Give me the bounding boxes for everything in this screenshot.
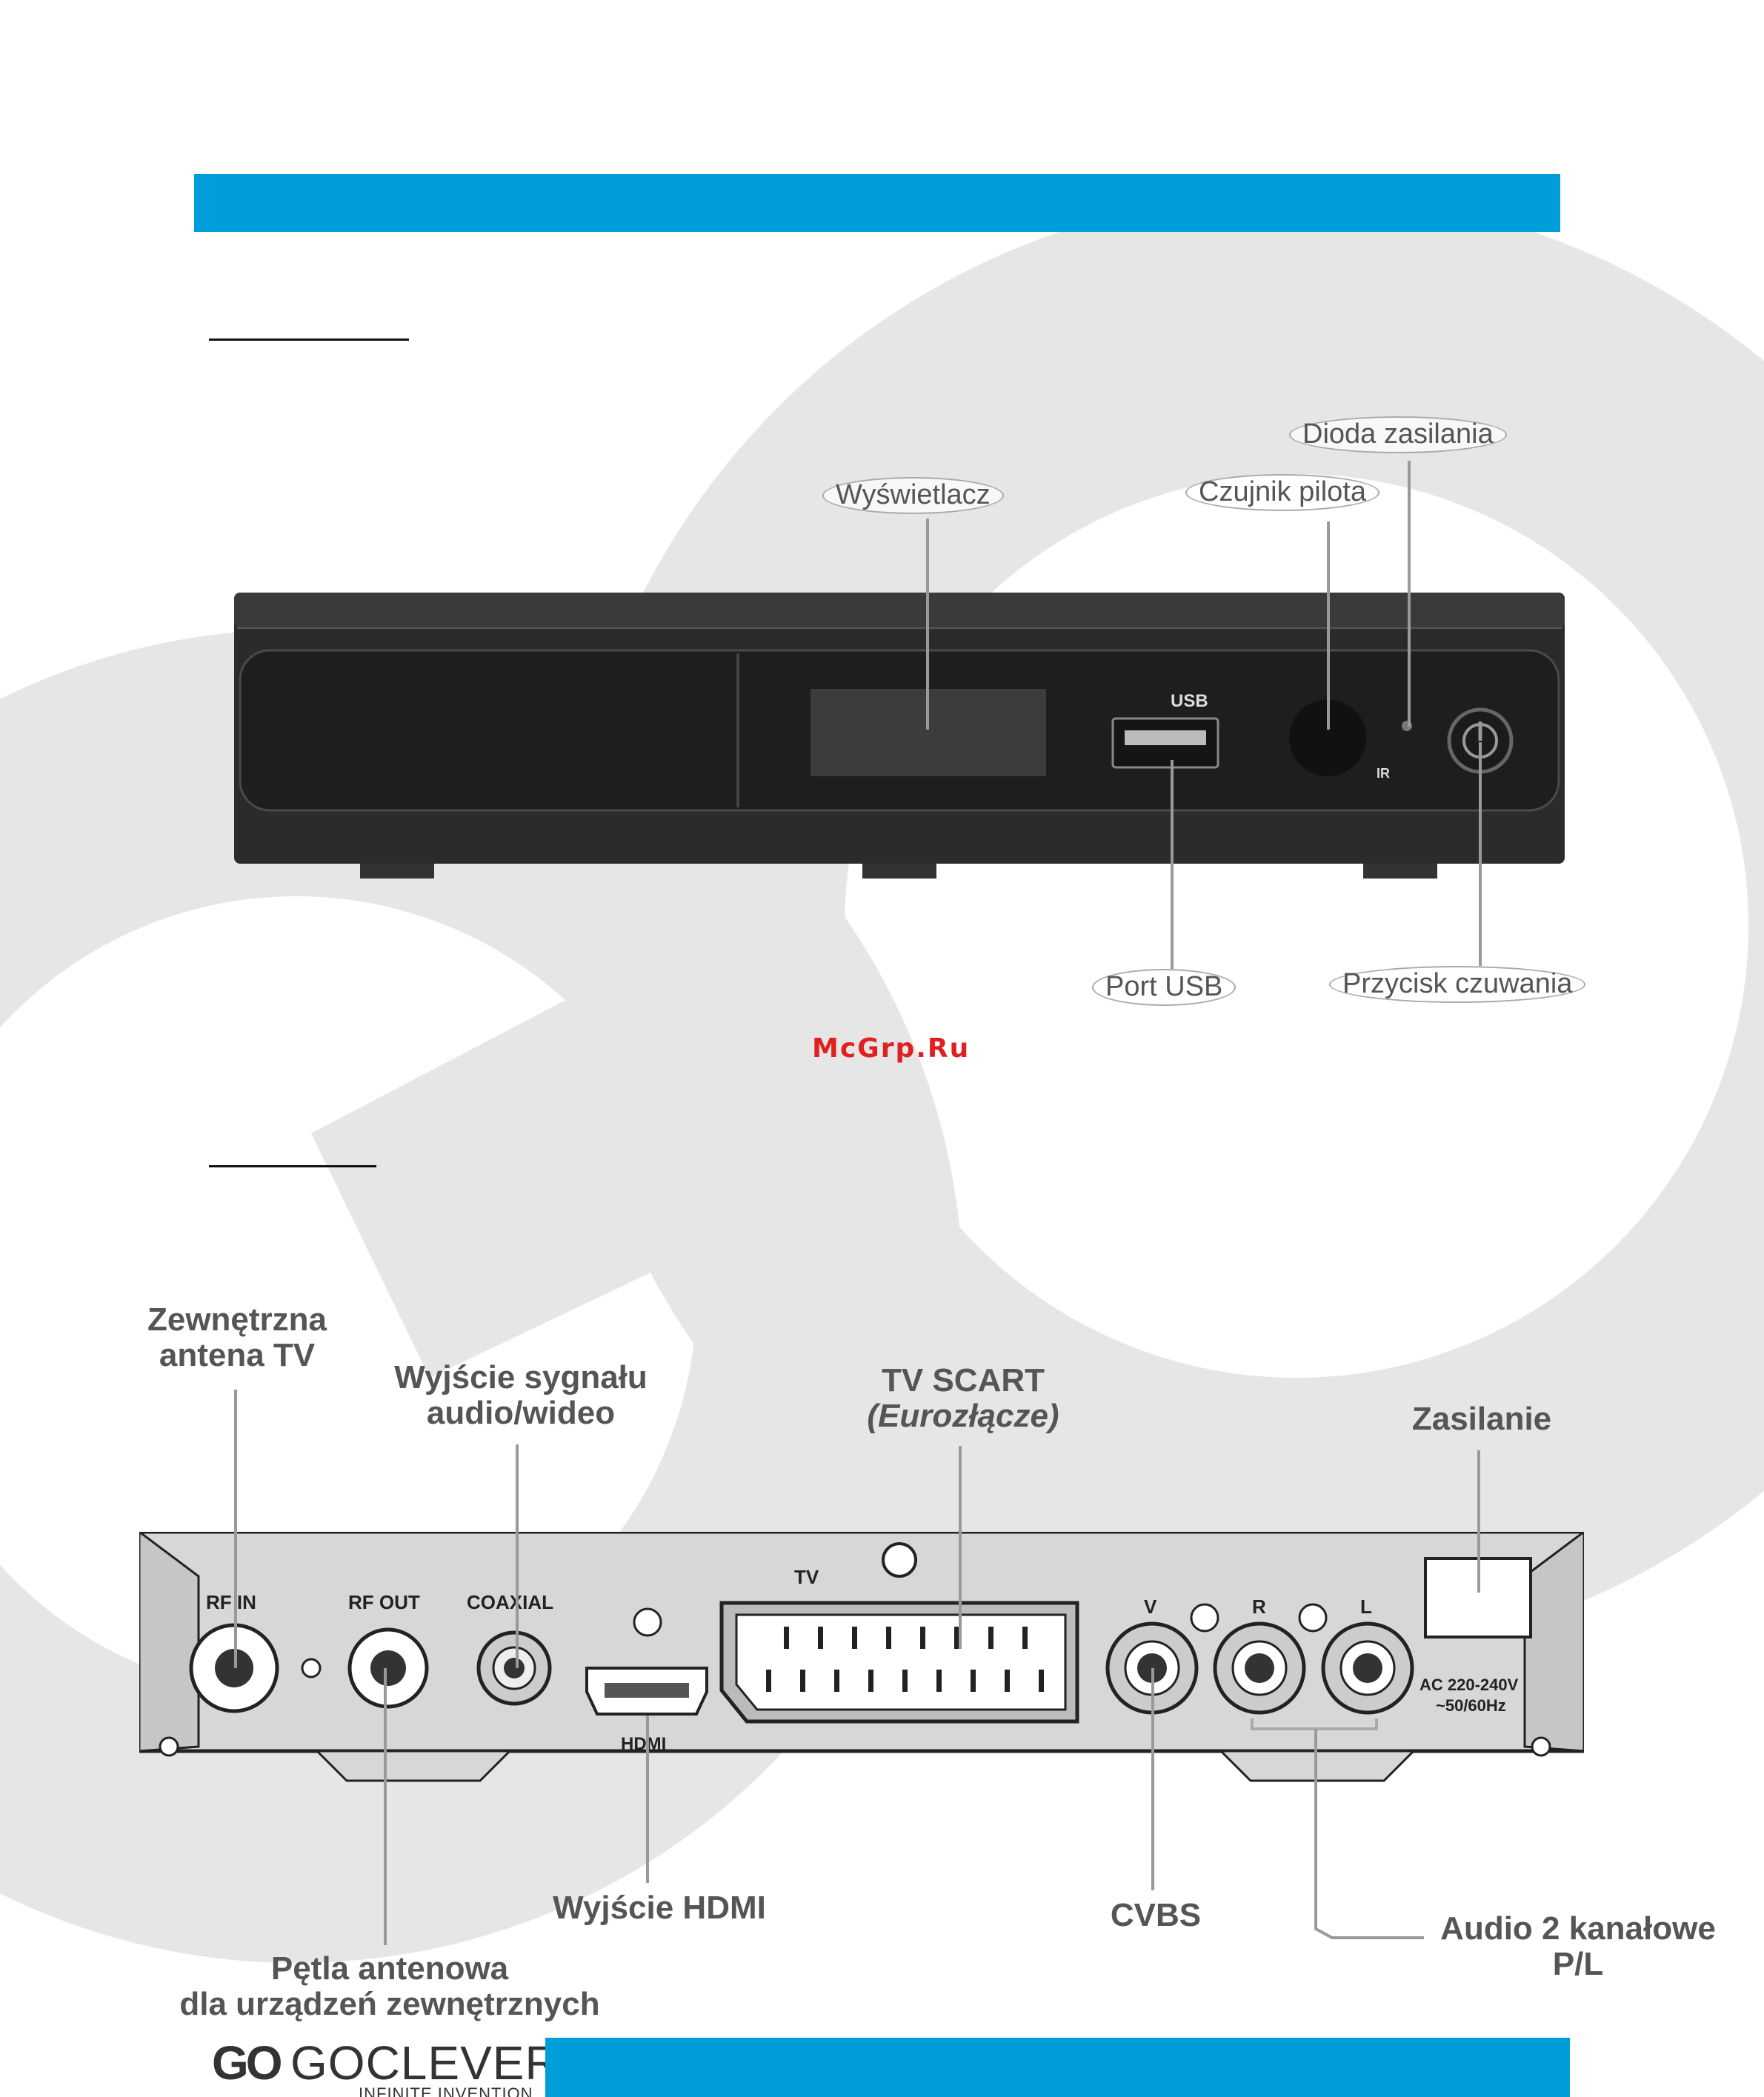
callout-antenna-loop: Pętla antenowa dla urządzeń zewnętrznych xyxy=(160,1950,619,2023)
rf-in-mark: RF IN xyxy=(206,1591,256,1613)
callout-audio: Audio 2 kanałowe P/L xyxy=(1430,1910,1726,1983)
hdmi-mark: HDMI xyxy=(621,1734,666,1754)
callout-usb-port: Port USB xyxy=(1092,969,1237,1006)
callout-av-output: Wyjście sygnału audio/wideo xyxy=(376,1359,665,1432)
front-panel-illustration: USB IR xyxy=(234,593,1565,879)
callout-external-antenna: Zewnętrzna antena TV xyxy=(126,1301,348,1374)
av-output-line1: Wyjście sygnału xyxy=(394,1359,648,1396)
callout-remote-sensor: Czujnik pilota xyxy=(1185,474,1379,511)
audio-line1: Audio 2 kanałowe xyxy=(1440,1910,1716,1947)
loop-line2: dla urządzeń zewnętrznych xyxy=(179,1986,600,2023)
r-mark: R xyxy=(1252,1596,1266,1618)
rear-panel-illustration: RF IN RF OUT COAXIAL HDMI TV V R L AC 22… xyxy=(139,1532,1584,1782)
usb-mark: USB xyxy=(1171,691,1208,711)
callout-display: Wyświetlacz xyxy=(822,477,1004,514)
external-antenna-line1: Zewnętrzna xyxy=(147,1301,327,1338)
brand-name: GOCLEVER xyxy=(290,2036,560,2090)
callout-hdmi-output: Wyjście HDMI xyxy=(553,1890,766,1926)
ac-frequency-mark: ~50/60Hz xyxy=(1436,1696,1506,1715)
rf-out-mark: RF OUT xyxy=(348,1591,420,1613)
section-rule-rear xyxy=(209,1165,376,1167)
tv-scart-line2: (Eurozłącze) xyxy=(867,1398,1059,1435)
top-header-band xyxy=(194,174,1560,232)
v-mark: V xyxy=(1144,1596,1157,1618)
coaxial-mark: COAXIAL xyxy=(467,1591,553,1613)
av-output-line2: audio/wideo xyxy=(426,1395,616,1432)
watermark: McGrp.Ru xyxy=(812,1033,971,1064)
ir-mark: IR xyxy=(1377,766,1390,781)
brand-tagline: INFINITE INVENTION xyxy=(359,2084,533,2097)
tv-scart-line1: TV SCART xyxy=(882,1362,1045,1398)
external-antenna-line2: antena TV xyxy=(159,1337,316,1374)
callout-power-led: Dioda zasilania xyxy=(1289,416,1507,453)
brand-mark: GO xyxy=(212,2036,283,2090)
l-mark: L xyxy=(1360,1596,1372,1618)
tv-mark: TV xyxy=(794,1566,819,1588)
callout-standby-button: Przycisk czuwania xyxy=(1329,966,1586,1003)
footer-band xyxy=(545,2038,1570,2097)
ac-voltage-mark: AC 220-240V xyxy=(1419,1676,1519,1694)
loop-line1: Pętla antenowa xyxy=(270,1950,509,1987)
callout-tv-scart: TV SCART (Eurozłącze) xyxy=(837,1362,1089,1435)
callout-power: Zasilanie xyxy=(1411,1401,1552,1437)
callout-cvbs: CVBS xyxy=(1110,1897,1202,1933)
section-rule-front xyxy=(209,339,409,341)
audio-line2: P/L xyxy=(1552,1946,1604,1983)
brand-logo: GO GOCLEVER INFINITE INVENTION xyxy=(212,2036,560,2097)
